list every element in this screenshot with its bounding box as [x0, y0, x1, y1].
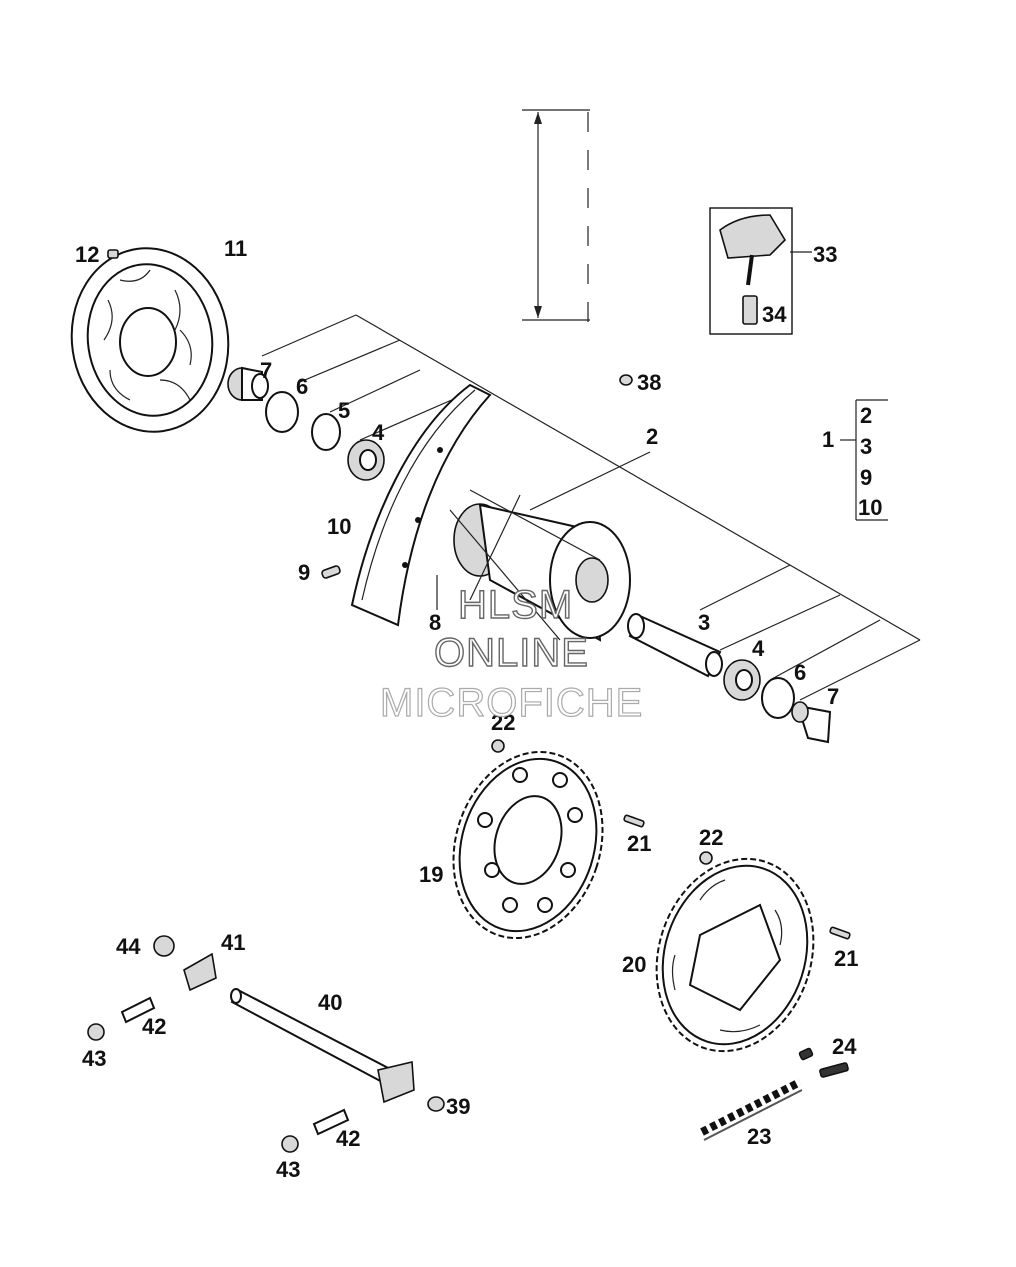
label-22: 22 — [491, 710, 515, 735]
label-42: 42 — [142, 1014, 166, 1039]
label-4-right: 4 — [752, 636, 765, 661]
sprocket-nut-2 — [699, 851, 713, 865]
label-19: 19 — [419, 862, 443, 887]
rim-dimension-indicator — [522, 109, 590, 330]
adjuster-screw-1 — [120, 996, 156, 1024]
spacer-left — [227, 366, 269, 401]
rim — [350, 383, 492, 627]
part-labels: 12 11 7 6 5 4 2 10 9 8 3 4 6 7 33 34 38 … — [75, 236, 882, 1182]
chain — [700, 1078, 803, 1141]
watermark-line-1: HLSM — [458, 583, 573, 627]
label-9: 9 — [298, 560, 310, 585]
axle-sleeve — [627, 613, 723, 678]
brake-disc — [70, 247, 230, 433]
label-38: 38 — [637, 370, 661, 395]
label-22-b: 22 — [699, 825, 723, 850]
hub — [449, 489, 631, 642]
axle-nut — [153, 935, 175, 957]
label-24: 24 — [832, 1034, 857, 1059]
plug — [619, 374, 633, 386]
label-43: 43 — [82, 1046, 106, 1071]
label-21: 21 — [627, 831, 651, 856]
chain-adjuster — [183, 952, 217, 992]
bearing-right — [723, 659, 761, 701]
label-1: 1 — [822, 427, 834, 452]
label-33: 33 — [813, 242, 837, 267]
disc-bolt — [107, 249, 119, 259]
sprocket-bolt-2 — [829, 926, 851, 940]
axle-plug — [427, 1096, 445, 1112]
oil-seal-right — [761, 677, 795, 719]
label-20: 20 — [622, 952, 646, 977]
watermark-line-2: ONLINE — [434, 631, 589, 675]
valve — [321, 565, 341, 579]
label-44: 44 — [116, 934, 141, 959]
rim-lock — [709, 207, 812, 335]
label-41: 41 — [221, 930, 245, 955]
bearing-left — [347, 439, 385, 481]
label-5: 5 — [338, 398, 350, 423]
label-12: 12 — [75, 242, 99, 267]
label-11: 11 — [224, 236, 247, 261]
adjuster-nut-2 — [281, 1135, 299, 1153]
label-group-2: 2 — [860, 403, 872, 428]
label-34: 34 — [762, 302, 787, 327]
adjuster-nut-1 — [87, 1023, 105, 1041]
label-39: 39 — [446, 1094, 470, 1119]
sprocket-aluminium — [452, 750, 604, 940]
label-group-10: 10 — [858, 495, 882, 520]
label-42-b: 42 — [336, 1126, 360, 1151]
label-21-b: 21 — [834, 946, 858, 971]
watermark: HLSM ONLINE MICROFICHE — [379, 582, 643, 725]
group-bracket — [840, 399, 888, 521]
label-43-b: 43 — [276, 1157, 300, 1182]
label-7-right: 7 — [827, 684, 839, 709]
chain-joint — [798, 1047, 849, 1078]
label-40: 40 — [318, 990, 342, 1015]
label-8: 8 — [429, 610, 441, 635]
adjuster-screw-2 — [312, 1108, 350, 1136]
label-group-9: 9 — [860, 465, 872, 490]
label-10: 10 — [327, 514, 351, 539]
oil-seal-left — [265, 391, 299, 433]
label-3: 3 — [698, 610, 710, 635]
watermark-line-3: MICROFICHE — [380, 681, 643, 725]
sprocket-nut-1 — [491, 739, 505, 753]
spacer-right — [791, 701, 832, 744]
label-2: 2 — [646, 424, 658, 449]
label-6-right: 6 — [794, 660, 806, 685]
label-23: 23 — [747, 1124, 771, 1149]
axle — [230, 988, 415, 1104]
label-4: 4 — [372, 420, 385, 445]
explosion-lines — [261, 314, 921, 701]
sprocket-bolt-1 — [623, 814, 645, 828]
label-7: 7 — [260, 358, 272, 383]
rim-lock-nut — [742, 295, 758, 325]
label-group-3: 3 — [860, 434, 872, 459]
circlip — [311, 413, 341, 451]
label-6: 6 — [296, 374, 308, 399]
sprocket-steel — [655, 857, 815, 1053]
